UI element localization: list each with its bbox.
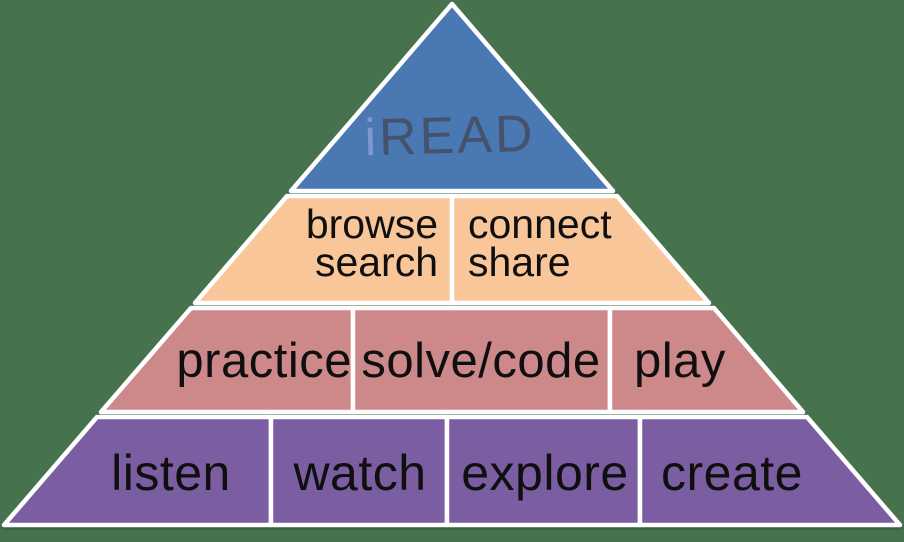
label-iread: iREAD xyxy=(364,105,537,167)
label-connect: connect xyxy=(468,201,612,247)
label-create: create xyxy=(661,445,803,501)
label-explore: explore xyxy=(461,445,629,501)
label-share: share xyxy=(468,239,571,285)
label-watch: watch xyxy=(292,445,426,501)
cell-iread xyxy=(288,1,616,194)
label-search: search xyxy=(315,239,438,285)
cell-play xyxy=(607,305,806,415)
cell-create xyxy=(637,414,903,528)
pyramid-cells xyxy=(1,1,903,528)
label-browse: browse xyxy=(306,201,438,247)
label-practice: practice xyxy=(176,334,352,388)
label-solve-code: solve/code xyxy=(361,334,600,388)
cell-connect-share xyxy=(449,193,712,306)
label-play: play xyxy=(634,334,726,388)
label-iread-i: i xyxy=(364,109,380,167)
label-listen: listen xyxy=(111,445,231,501)
label-iread-read: READ xyxy=(378,105,536,167)
